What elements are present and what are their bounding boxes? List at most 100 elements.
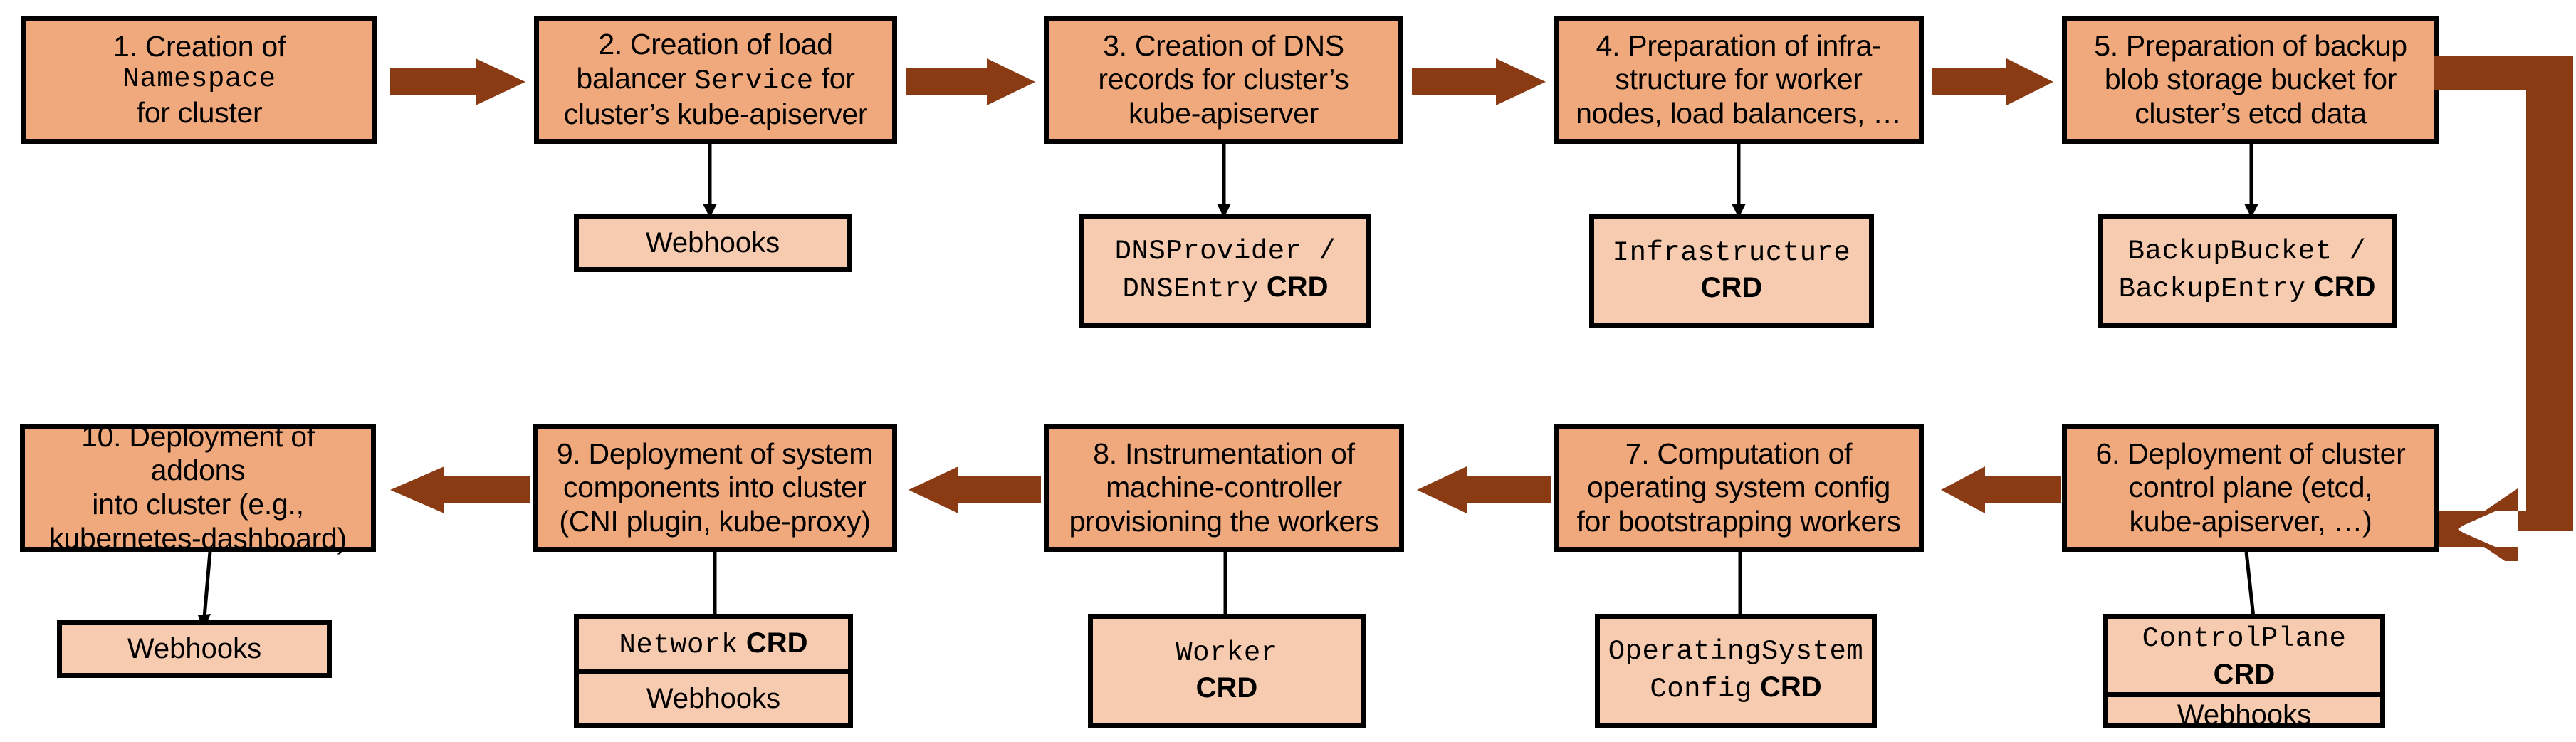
crd-tag: CRD [745,627,808,659]
controlplane-crd-text: ControlPlane CRD [2108,619,2380,692]
step-6-line-1: 6. Deployment of cluster [2095,437,2406,470]
backup-crd-line-1: BackupBucket / [2127,236,2367,268]
step-6-text: 6. Deployment of cluster control plane (… [2096,437,2406,539]
step-8-line-3: provisioning the workers [1069,504,1379,538]
step-box-6[interactable]: 6. Deployment of cluster control plane (… [2062,424,2439,552]
step-10-line-1: 10. Deployment of addons [81,419,315,487]
controlplane-crd-name: ControlPlane [2142,623,2347,654]
backup-crd-text: BackupBucket / BackupEntry CRD [2119,234,2376,307]
step-7-text: 7. Computation of operating system confi… [1576,437,1900,539]
block-arrow-step6-to-step7 [1941,466,2061,513]
connector-step2-to-webhooks [701,144,718,218]
step-1-line-1: 1. Creation of [113,29,286,63]
step-3-line-3: kube-apiserver [1128,96,1319,130]
dns-crd-line-2: DNSEntry CRD [1115,269,1336,307]
step-7-line-2: operating system config [1586,471,1891,504]
block-arrow-step1-to-step2 [390,58,525,105]
infrastructure-crd-text: Infrastructure CRD [1613,236,1851,306]
dns-crd-name: DNSEntry [1122,273,1259,305]
block-arrow-step3-to-step4 [1412,58,1546,105]
osc-crd-line-2: Config CRD [1608,669,1864,707]
webhooks-label: Webhooks [646,682,781,714]
worker-crd-name: Worker [1176,637,1278,669]
worker-crd-box[interactable]: Worker CRD [1088,614,1366,728]
step-box-7[interactable]: 7. Computation of operating system confi… [1554,424,1924,552]
dns-crd-line-1: DNSProvider / [1114,236,1336,268]
step-2-line-2-post: for [813,61,855,95]
crd-tag: CRD [2313,271,2376,303]
step-4-text: 4. Preparation of infra- structure for w… [1576,29,1902,131]
network-crd-text: Network CRD [619,625,807,663]
step-5-line-3: cluster’s etcd data [2135,96,2367,130]
dns-crd-box[interactable]: DNSProvider / DNSEntry CRD [1079,214,1371,328]
block-arrow-step8-to-step9 [909,466,1041,513]
step-8-line-1: 8. Instrumentation of [1093,437,1355,470]
step-3-line-2: records for cluster’s [1098,63,1349,96]
connector-step4-to-infrastructure-crd [1730,144,1747,218]
block-arrow-step5-to-step6-wrap [2434,56,2573,561]
network-crd-name: Network [619,629,738,662]
step-3-text: 3. Creation of DNS records for cluster’s… [1098,29,1349,131]
step-box-9[interactable]: 9. Deployment of system components into … [533,424,897,552]
step-3-line-1: 3. Creation of DNS [1103,28,1344,62]
network-webhooks-cell[interactable]: Webhooks [579,674,848,723]
step-2-text: 2. Creation of load balancer Service for… [564,28,868,131]
osc-crd-text: OperatingSystem Config CRD [1608,634,1864,707]
step-4-line-2: structure for worker [1615,63,1863,96]
controlplane-crd-cell[interactable]: ControlPlane CRD [2108,619,2380,697]
step-2-line-1: 2. Creation of load [598,28,833,61]
step-box-4[interactable]: 4. Preparation of infra- structure for w… [1554,16,1924,144]
step-7-line-1: 7. Computation of [1625,437,1853,470]
backup-crd-line-2: BackupEntry CRD [2119,269,2376,307]
network-stack-box[interactable]: Network CRD Webhooks [574,614,853,728]
step-10-line-3: kubernetes-dashboard) [49,521,347,555]
step-4-line-3: nodes, load balancers, … [1576,96,1902,130]
crd-tag: CRD [1266,271,1329,303]
connector-step3-to-dns-crd [1215,144,1232,218]
step-5-line-2: blob storage bucket for [2104,63,2397,96]
step-2-line-2-pre: balancer [576,61,695,95]
step-10-line-2: into cluster (e.g., [92,488,304,521]
backup-crd-name: BackupEntry [2118,273,2306,305]
step-2-line-2-code: Service [694,65,814,97]
step-9-line-3: (CNI plugin, kube-proxy) [559,504,871,538]
step-box-1[interactable]: 1. Creation of Namespace for cluster [21,16,377,144]
crd-tag: CRD [1195,672,1258,704]
webhooks-box-step10[interactable]: Webhooks [57,620,332,678]
osc-crd-box[interactable]: OperatingSystem Config CRD [1595,614,1877,728]
osc-crd-line-1: OperatingSystem [1608,636,1864,668]
step-5-text: 5. Preparation of backup blob storage bu… [2094,29,2407,131]
step-9-line-2: components into cluster [562,471,867,504]
step-box-8[interactable]: 8. Instrumentation of machine-controller… [1044,424,1404,552]
step-4-line-1: 4. Preparation of infra- [1596,28,1882,62]
step-1-line-3: for cluster [136,95,263,129]
webhooks-box-step2[interactable]: Webhooks [574,214,852,272]
step-8-line-2: machine-controller [1106,471,1342,504]
step-1-text: 1. Creation of Namespace for cluster [113,30,286,130]
connector-step10-to-webhooks [192,552,221,630]
step-box-3[interactable]: 3. Creation of DNS records for cluster’s… [1044,16,1403,144]
step-box-10[interactable]: 10. Deployment of addons into cluster (e… [20,420,376,555]
step-9-line-1: 9. Deployment of system [556,437,874,470]
step-5-line-1: 5. Preparation of backup [2094,28,2407,62]
osc-crd-name: Config [1650,674,1752,705]
network-crd-cell[interactable]: Network CRD [579,619,848,674]
controlplane-webhooks-cell[interactable]: Webhooks [2108,697,2380,733]
backup-crd-box[interactable]: BackupBucket / BackupEntry CRD [2098,214,2397,328]
webhooks-label: Webhooks [645,227,780,258]
step-10-text: 10. Deployment of addons into cluster (e… [32,420,364,555]
webhooks-label: Webhooks [127,633,262,664]
step-box-2[interactable]: 2. Creation of load balancer Service for… [534,16,897,144]
connector-step5-to-backup-crd [2243,144,2260,218]
block-arrow-step9-to-step10 [390,466,530,513]
block-arrow-step2-to-step3 [906,58,1035,105]
dns-crd-text: DNSProvider / DNSEntry CRD [1115,234,1336,307]
infrastructure-crd-box[interactable]: Infrastructure CRD [1589,214,1874,328]
step-6-line-2: control plane (etcd, [2128,471,2373,504]
step-6-line-3: kube-apiserver, …) [2129,504,2372,538]
step-box-5[interactable]: 5. Preparation of backup blob storage bu… [2062,16,2439,144]
controlplane-stack-box[interactable]: ControlPlane CRD Webhooks [2103,614,2385,731]
step-7-line-3: for bootstrapping workers [1576,504,1901,538]
infrastructure-crd-line-1: Infrastructure [1612,236,1851,268]
step-1-line-2: Namespace [122,63,276,95]
